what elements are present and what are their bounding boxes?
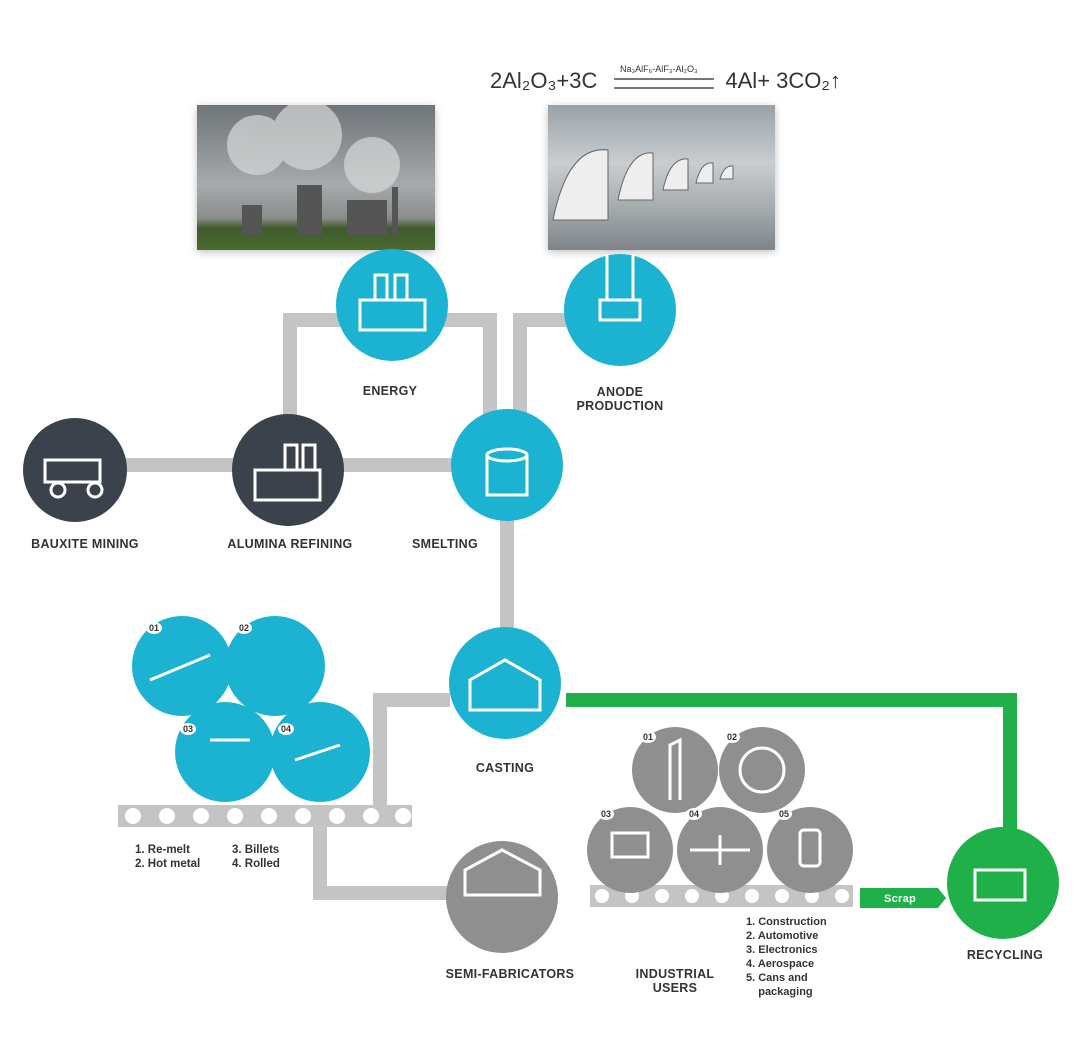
casting-hangar-icon (449, 627, 561, 739)
scrap-arrow (860, 888, 946, 908)
energy-icon (336, 249, 448, 361)
can-icon (767, 807, 853, 893)
mining-truck-icon (23, 418, 127, 522)
billets-icon (175, 702, 275, 802)
recycling-return-line (566, 693, 1017, 830)
semi-fab-hangar-icon (446, 841, 558, 953)
smelting-label: SMELTING (411, 537, 479, 551)
users-label-1: INDUSTRIAL (635, 967, 715, 981)
product-number: 04 (278, 723, 295, 735)
conveyor-rollers (125, 808, 411, 824)
product-number: 01 (146, 622, 163, 634)
monitor-icon (587, 807, 673, 893)
product-number: 02 (236, 622, 253, 634)
alumina-label: ALUMINA REFINING (227, 537, 353, 551)
products: 4Al+ 3CO₂↑ (725, 68, 841, 93)
user-number: 03 (598, 808, 615, 820)
user-number: 02 (724, 731, 741, 743)
user-number: 05 (776, 808, 793, 820)
recycling-plant-icon (947, 827, 1059, 939)
cast-legend-b: 3. Billets 4. Rolled (232, 844, 280, 870)
users-label-2: USERS (652, 981, 698, 995)
construction-icon (632, 727, 718, 813)
power-plant-photo (197, 105, 435, 250)
anode-icon (564, 254, 676, 366)
chemical-equation: 2Al₂O₃+3C 4Al+ 3CO₂↑ (490, 68, 841, 94)
user-number: 04 (686, 808, 703, 820)
product-number: 03 (180, 723, 197, 735)
recycling-label: RECYCLING (966, 948, 1044, 962)
users-legend: 1. Construction 2. Automotive 3. Electro… (746, 916, 827, 998)
casting-label: CASTING (475, 761, 535, 775)
anode-label-2: PRODUCTION (576, 399, 664, 413)
equals-sign (614, 78, 714, 89)
bauxite-label: BAUXITE MINING (31, 537, 139, 551)
energy-label: ENERGY (362, 384, 418, 398)
reaction-condition: Na₃AlF₆-AlF₃-Al₂O₃ (620, 64, 698, 74)
cast-legend-a: 1. Re-melt 2. Hot metal (135, 844, 201, 870)
anode-label-1: ANODE (596, 385, 644, 399)
scrap-label: Scrap (883, 893, 917, 905)
semi-fab-label: SEMI-FABRICATORS (445, 967, 575, 981)
reactants: 2Al₂O₃+3C (490, 68, 598, 93)
hot-metal-icon (225, 616, 325, 716)
electrolysis-potline-photo (548, 105, 775, 250)
user-number: 01 (640, 731, 657, 743)
smelting-pot-icon (451, 409, 563, 521)
tire-icon (719, 727, 805, 813)
